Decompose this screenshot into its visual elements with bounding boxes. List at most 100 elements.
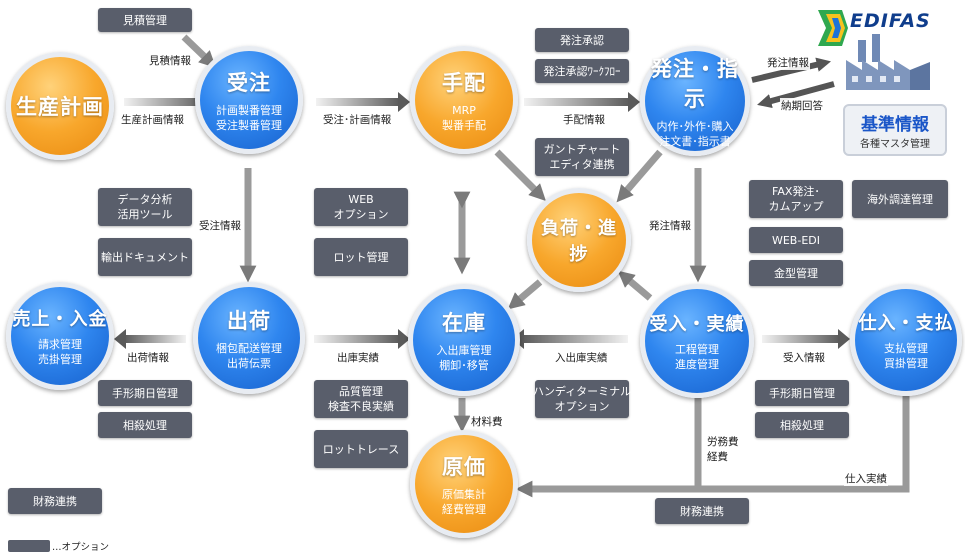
option-label: 検査不良実績 bbox=[328, 400, 394, 413]
node-uriage-sub: 請求管理 bbox=[38, 338, 82, 351]
label-zairyohi: 材料費 bbox=[470, 414, 504, 429]
label-shiire-jisseki: 仕入実績 bbox=[844, 471, 888, 486]
arrow-hacchu-to-maker bbox=[751, 57, 832, 83]
label-seisan-keikaku-info: 生産計画情報 bbox=[120, 112, 185, 127]
node-shiire-sub: 支払管理 bbox=[884, 342, 928, 355]
option-hacchu-workflow[interactable]: 発注承認ﾜｰｸﾌﾛｰ bbox=[535, 59, 629, 83]
arrow-shukka-to-zaiko bbox=[314, 335, 400, 343]
option-label: ハンディターミナル bbox=[532, 385, 632, 398]
option-label: FAX発注･ bbox=[772, 185, 820, 198]
option-zaimu-bottom[interactable]: 財務連携 bbox=[655, 498, 749, 524]
option-label: 相殺処理 bbox=[123, 418, 167, 432]
node-ukeire-sub: 進度管理 bbox=[675, 358, 719, 371]
label-hacchu-info-top: 発注情報 bbox=[766, 55, 810, 70]
master-title: 基準情報 bbox=[861, 115, 929, 135]
option-hinshitsu[interactable]: 品質管理検査不良実績 bbox=[314, 380, 408, 418]
arrow-seisan-to-juchu bbox=[124, 98, 206, 106]
node-zaiko-title: 在庫 bbox=[442, 311, 486, 335]
option-label: 発注承認ﾜｰｸﾌﾛｰ bbox=[543, 64, 621, 78]
node-zaiko[interactable]: 在庫 入出庫管理 棚卸･移管 bbox=[408, 284, 520, 396]
node-shukka[interactable]: 出荷 梱包配送管理 出荷伝票 bbox=[193, 282, 305, 394]
arrow-tehai-to-fuka bbox=[494, 149, 546, 201]
master-sub: 各種マスタ管理 bbox=[860, 139, 930, 150]
legend: …オプション bbox=[8, 539, 109, 553]
option-label: 金型管理 bbox=[774, 266, 818, 280]
node-tehai-title: 手配 bbox=[442, 71, 486, 95]
node-ukeire-title: 受入・実績 bbox=[649, 314, 745, 335]
node-shukka-sub: 出荷伝票 bbox=[227, 357, 271, 370]
node-genka[interactable]: 原価 原価集計 経費管理 bbox=[410, 430, 518, 538]
option-label: 財務連携 bbox=[680, 504, 724, 518]
node-genka-sub: 原価集計 bbox=[442, 488, 486, 501]
logo-text: EDIFAS bbox=[850, 10, 931, 32]
node-zaiko-sub: 入出庫管理 bbox=[436, 344, 492, 357]
node-juchu[interactable]: 受注 計画製番管理 受注製番管理 bbox=[195, 46, 303, 154]
arrow-fuka-to-zaiko bbox=[507, 279, 543, 310]
option-fax[interactable]: FAX発注･カムアップ bbox=[749, 180, 843, 218]
option-label: オプション bbox=[333, 208, 389, 221]
node-seisan[interactable]: 生産計画 bbox=[6, 52, 114, 160]
node-tehai[interactable]: 手配 MRP 製番手配 bbox=[410, 46, 518, 154]
node-shukka-sub: 梱包配送管理 bbox=[216, 342, 282, 355]
node-uriage-title: 売上・入金 bbox=[12, 309, 108, 330]
arrow-ukeire-to-zaiko bbox=[522, 335, 628, 343]
arrow-juchu-to-tehai bbox=[316, 98, 400, 106]
node-shiire-title: 仕入・支払 bbox=[858, 313, 954, 334]
arrow-shiire-to-ukeire bbox=[762, 335, 840, 343]
arrow-shukka-to-uriage bbox=[124, 335, 186, 343]
label-juchu-keikaku-info: 受注･計画情報 bbox=[322, 112, 393, 127]
option-tegata-left[interactable]: 手形期日管理 bbox=[98, 380, 192, 406]
label-romuhi: 労務費 bbox=[706, 434, 740, 449]
node-shukka-title: 出荷 bbox=[227, 309, 271, 333]
legend-text: …オプション bbox=[52, 542, 110, 553]
arrow-tehai-to-hacchu bbox=[524, 98, 630, 106]
option-label: 財務連携 bbox=[33, 494, 77, 508]
label-shukka-info: 出荷情報 bbox=[126, 350, 170, 365]
option-mitsumori[interactable]: 見積管理 bbox=[98, 8, 192, 32]
option-gantt[interactable]: ガントチャートエディタ連携 bbox=[535, 138, 629, 176]
node-uriage[interactable]: 売上・入金 請求管理 売掛管理 bbox=[6, 282, 114, 390]
node-juchu-sub: 受注製番管理 bbox=[216, 119, 282, 132]
option-label: 手形期日管理 bbox=[112, 386, 178, 400]
node-ukeire[interactable]: 受入・実績 工程管理 進度管理 bbox=[640, 284, 754, 398]
option-sosai-right[interactable]: 相殺処理 bbox=[755, 412, 849, 438]
arrow-maker-to-hacchu bbox=[757, 81, 835, 109]
option-label: 海外調達管理 bbox=[867, 192, 933, 206]
option-label: ロット管理 bbox=[333, 250, 389, 264]
label-nyushukko-jisseki: 入出庫実績 bbox=[554, 350, 609, 365]
node-hacchu[interactable]: 発注・指示 内作･外作･購入 注文書･指示書 bbox=[640, 46, 750, 156]
factory-icon bbox=[846, 34, 930, 90]
node-uriage-sub: 売掛管理 bbox=[38, 353, 82, 366]
option-kanagata[interactable]: 金型管理 bbox=[749, 260, 843, 286]
node-zaiko-sub: 棚卸･移管 bbox=[439, 359, 489, 372]
node-fuka[interactable]: 負荷・進捗 bbox=[527, 188, 631, 292]
option-yushutsu[interactable]: 輸出ドキュメント bbox=[98, 238, 192, 276]
node-hacchu-title: 発注・指示 bbox=[651, 57, 739, 111]
option-tegata-right[interactable]: 手形期日管理 bbox=[755, 380, 849, 406]
option-lot-kanri[interactable]: ロット管理 bbox=[314, 238, 408, 276]
option-zaimu-left[interactable]: 財務連携 bbox=[8, 488, 102, 514]
option-lot-trace[interactable]: ロットトレース bbox=[314, 430, 408, 468]
label-nohin-kaito: 納期回答 bbox=[780, 98, 824, 113]
option-handy[interactable]: ハンディターミナルオプション bbox=[532, 380, 632, 418]
node-shiire[interactable]: 仕入・支払 支払管理 買掛管理 bbox=[850, 284, 962, 396]
option-label: 手形期日管理 bbox=[769, 386, 835, 400]
arrow-ukeire-to-fuka bbox=[617, 270, 653, 301]
edifas-logo-mark-icon bbox=[818, 10, 848, 46]
master-info-box[interactable]: 基準情報 各種マスタ管理 bbox=[843, 104, 947, 156]
option-hacchu-shonin[interactable]: 発注承認 bbox=[535, 28, 629, 52]
node-genka-title: 原価 bbox=[442, 455, 486, 479]
option-data-bunseki[interactable]: データ分析活用ツール bbox=[98, 188, 192, 226]
label-keihi: 経費 bbox=[706, 449, 729, 464]
option-sosai-left[interactable]: 相殺処理 bbox=[98, 412, 192, 438]
arrow-shiire-to-genka bbox=[515, 396, 910, 498]
label-ukeire-info: 受入情報 bbox=[782, 350, 826, 365]
option-label: 相殺処理 bbox=[780, 418, 824, 432]
option-web-edi[interactable]: WEB-EDI bbox=[749, 227, 843, 253]
option-kaigai[interactable]: 海外調達管理 bbox=[852, 180, 948, 218]
label-tehai-info: 手配情報 bbox=[562, 112, 606, 127]
option-label: 発注承認 bbox=[560, 33, 604, 47]
node-tehai-sub: MRP bbox=[452, 104, 476, 117]
